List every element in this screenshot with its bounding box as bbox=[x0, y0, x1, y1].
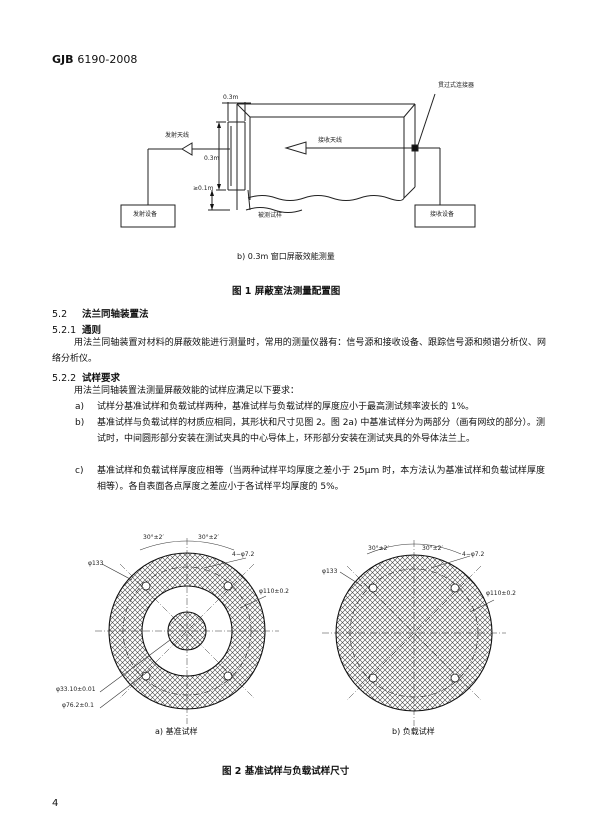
heading-5.2.1-number: 5.2.1 bbox=[52, 325, 77, 336]
dim-0.3m-top: 0.3m bbox=[223, 94, 239, 101]
fig2a-holes: 4−φ7.2 bbox=[232, 551, 255, 558]
sample-label: 被测试样 bbox=[258, 212, 283, 219]
list-item-b: b) 基准试样与负载试样的材质应相同，其形状和尺寸见图 2。图 2a) 中基准试… bbox=[75, 416, 545, 464]
list-item-b-mark: b) bbox=[75, 418, 85, 428]
standard-prefix: GJB bbox=[52, 53, 74, 66]
fig2b-angle-right: 30°±2′ bbox=[422, 545, 443, 552]
figure1-caption: 图 1 屏蔽室法测量配置图 bbox=[232, 286, 341, 297]
para-5.2.1: 用法兰同轴装置对材料的屏蔽效能进行测量时，常用的测量仪器有：信号源和接收设备、跟… bbox=[52, 338, 546, 364]
fig2b-d110: φ110±0.2 bbox=[486, 590, 516, 597]
list-item-c: c) 基准试样和负载试样厚度应相等（当两种试样平均厚度之差小于 25μm 时，本… bbox=[75, 464, 545, 496]
fig2a-angle-right: 30°±2′ bbox=[198, 534, 219, 541]
reference-sample-drawing bbox=[95, 538, 280, 725]
receive-device-label: 接收设备 bbox=[430, 211, 455, 218]
heading-5.2-title: 法兰同轴装置法 bbox=[82, 309, 149, 320]
list-item-b-text: 基准试样与负载试样的材质应相同，其形状和尺寸见图 2。图 2a) 中基准试样分为… bbox=[97, 418, 545, 444]
fig2a-d76: φ76.2±0.1 bbox=[62, 702, 94, 709]
fig2b-d133: φ133 bbox=[322, 568, 338, 575]
list-item-c-text: 基准试样和负载试样厚度应相等（当两种试样平均厚度之差小于 25μm 时，本方法认… bbox=[97, 466, 545, 492]
transmit-antenna-label: 发射天线 bbox=[165, 132, 190, 139]
page-number: 4 bbox=[52, 798, 59, 809]
fig2a-caption: a) 基准试样 bbox=[155, 727, 198, 736]
receive-antenna-label: 接收天线 bbox=[318, 137, 343, 144]
heading-5.2.2-title: 试样要求 bbox=[82, 373, 121, 384]
standard-code: GJB 6190-2008 bbox=[52, 53, 137, 66]
figure1-diagram bbox=[120, 93, 476, 228]
transmit-device-label: 发射设备 bbox=[133, 211, 158, 218]
figure1-sub-caption: b) 0.3m 窗口屏蔽效能测量 bbox=[237, 252, 335, 261]
list-item-c-mark: c) bbox=[75, 466, 84, 476]
dim-ge-0.1m: ≥0.1m bbox=[193, 185, 214, 192]
heading-5.2.1-title: 通则 bbox=[82, 325, 102, 336]
fig2a-d110: φ110±0.2 bbox=[259, 588, 289, 595]
list-item-a-text: 试样分基准试样和负载试样两种，基准试样与负载试样的厚度应小于最高测试频率波长的 … bbox=[97, 402, 475, 412]
figure2-caption: 图 2 基准试样与负载试样尺寸 bbox=[222, 766, 350, 777]
connector-label: 贯过式连接器 bbox=[438, 82, 475, 89]
list-item-a-mark: a) bbox=[75, 402, 85, 412]
heading-5.2.2: 5.2.2 试样要求 bbox=[52, 370, 120, 384]
fig2b-angle-left: 30°±2′ bbox=[368, 545, 389, 552]
standard-number: 6190-2008 bbox=[77, 53, 138, 66]
fig2a-d133: φ133 bbox=[88, 560, 104, 567]
fig2b-caption: b) 负载试样 bbox=[392, 727, 435, 736]
fig2b-holes: 4−φ7.2 bbox=[462, 551, 485, 558]
fig2a-d33: φ33.10±0.01 bbox=[56, 686, 96, 693]
dim-0.3m-side: 0.3m bbox=[204, 155, 220, 162]
heading-5.2-number: 5.2 bbox=[52, 309, 68, 320]
figure2-diagram bbox=[95, 538, 506, 726]
heading-5.2.2-number: 5.2.2 bbox=[52, 373, 77, 384]
heading-5.2: 5.2 法兰同轴装置法 bbox=[52, 306, 149, 320]
para-5.2.2-intro: 用法兰同轴装置法测量屏蔽效能的试样应满足以下要求： bbox=[74, 386, 300, 396]
fig2a-angle-left: 30°±2′ bbox=[143, 534, 164, 541]
list-item-a: a) 试样分基准试样和负载试样两种，基准试样与负载试样的厚度应小于最高测试频率波… bbox=[75, 400, 545, 416]
heading-5.2.1: 5.2.1 通则 bbox=[52, 322, 101, 336]
load-sample-drawing bbox=[322, 540, 506, 726]
